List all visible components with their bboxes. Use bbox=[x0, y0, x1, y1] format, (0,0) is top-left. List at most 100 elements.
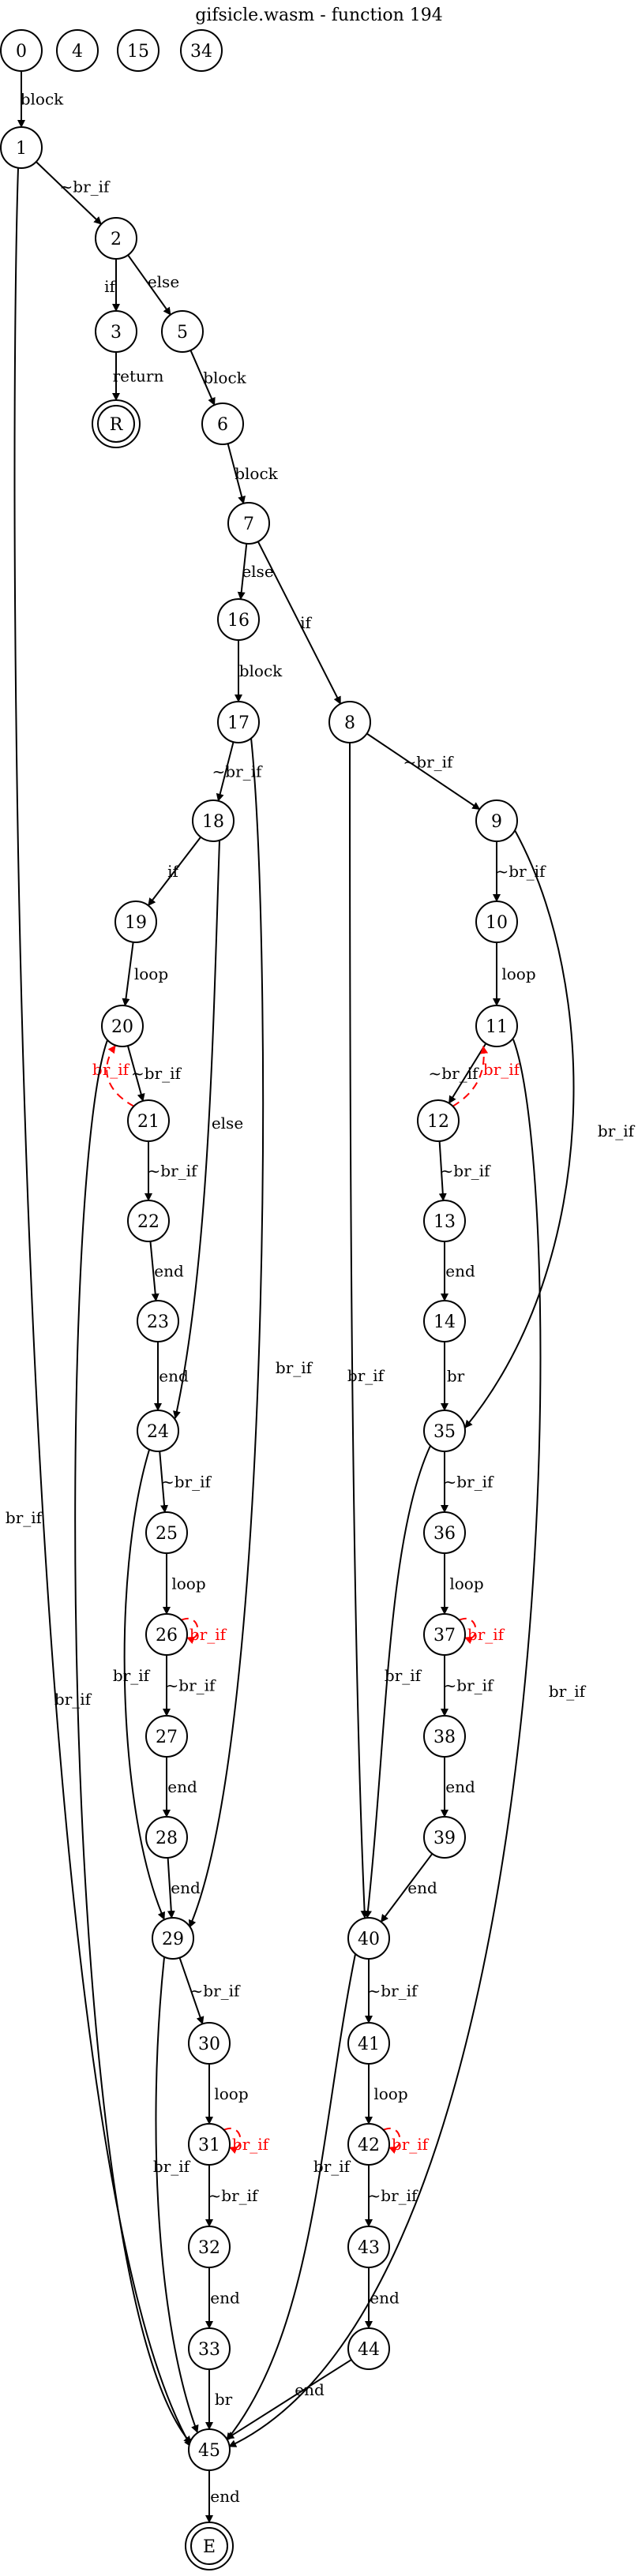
edge-label: br_if bbox=[276, 1358, 313, 1377]
node-circle bbox=[56, 29, 99, 72]
edge-label: if bbox=[300, 613, 312, 632]
edge-44-45: end bbox=[226, 2359, 352, 2439]
edge-label: br_if bbox=[313, 2157, 351, 2176]
edge-26-27: ~br_if bbox=[163, 1655, 216, 1717]
node-label: 17 bbox=[227, 713, 250, 733]
edge-label: loop bbox=[171, 1574, 205, 1593]
node-label: 29 bbox=[162, 1930, 184, 1949]
edge-36-37: loop bbox=[441, 1553, 484, 1615]
node-label: 3 bbox=[111, 323, 122, 343]
node-label: 12 bbox=[427, 1112, 449, 1132]
edge-label: ~br_if bbox=[60, 178, 111, 197]
edge-16-17: block bbox=[235, 640, 283, 702]
edge-label: end bbox=[159, 1367, 189, 1386]
edge-line bbox=[458, 1617, 477, 1644]
node-9: 9 bbox=[475, 799, 518, 842]
node-label: 1 bbox=[16, 139, 27, 159]
edge-label: ~br_if bbox=[444, 1676, 495, 1695]
edge-label: block bbox=[235, 464, 278, 483]
edge-line bbox=[167, 1857, 175, 1919]
node-circle bbox=[0, 126, 43, 169]
edge-26-26: br_if bbox=[180, 1617, 227, 1644]
node-circle bbox=[423, 1410, 466, 1452]
edge-43-44: end bbox=[365, 2267, 400, 2329]
edge-label: block bbox=[239, 661, 283, 680]
edge-35-36: ~br_if bbox=[441, 1451, 494, 1513]
node-circle bbox=[227, 502, 270, 545]
edge-19-20: loop bbox=[122, 942, 168, 1007]
edge-45-E: end bbox=[205, 2470, 240, 2523]
edge-label: end bbox=[407, 1878, 437, 1897]
node-circle bbox=[475, 1005, 518, 1047]
edge-line bbox=[36, 161, 102, 225]
edge-label: end bbox=[295, 2380, 325, 2399]
node-circle bbox=[475, 900, 518, 943]
edge-label: ~br_if bbox=[190, 1982, 242, 2001]
edge-label: br_if bbox=[385, 1666, 422, 1685]
node-circle bbox=[188, 2226, 231, 2268]
edge-label: return bbox=[113, 367, 164, 386]
node-24: 24 bbox=[137, 1410, 179, 1452]
edge-label: ~br_if bbox=[403, 753, 455, 772]
edge-12-11: br_if bbox=[452, 1046, 521, 1107]
edge-label: ~br_if bbox=[429, 1064, 480, 1083]
edge-line bbox=[180, 1617, 199, 1644]
node-38: 38 bbox=[423, 1715, 466, 1758]
edge-35-40: br_if bbox=[364, 1445, 431, 1919]
node-28: 28 bbox=[145, 1816, 188, 1859]
edge-label: end bbox=[154, 1262, 184, 1281]
node-44: 44 bbox=[347, 2327, 390, 2370]
node-18: 18 bbox=[192, 799, 235, 842]
edge-18-19: if bbox=[148, 837, 201, 907]
edge-40-45: br_if bbox=[226, 1953, 356, 2441]
edge-label: loop bbox=[214, 2084, 248, 2103]
edge-9-35: br_if bbox=[464, 829, 636, 1428]
edge-line bbox=[159, 1451, 169, 1514]
edge-line bbox=[74, 1039, 192, 2444]
node-circle bbox=[347, 2123, 390, 2166]
edge-label: if bbox=[104, 277, 116, 296]
edge-line bbox=[223, 2127, 242, 2154]
node-circle bbox=[423, 1511, 466, 1554]
node-43: 43 bbox=[347, 2226, 390, 2268]
edge-line bbox=[122, 942, 134, 1007]
node-11: 11 bbox=[475, 1005, 518, 1047]
node-label: 28 bbox=[156, 1829, 178, 1848]
node-label: 22 bbox=[137, 1212, 160, 1232]
edge-label: ~br_if bbox=[131, 1064, 182, 1083]
edge-line bbox=[228, 1039, 542, 2447]
edge-42-42: br_if bbox=[382, 2127, 430, 2154]
node-circle bbox=[188, 2327, 231, 2370]
node-1: 1 bbox=[0, 126, 43, 169]
node-circle bbox=[137, 1410, 179, 1452]
node-37: 37 bbox=[423, 1613, 466, 1656]
node-label: 15 bbox=[127, 42, 149, 62]
edge-label: br_if bbox=[483, 1060, 521, 1079]
node-label: 36 bbox=[433, 1524, 456, 1544]
edge-29-30: ~br_if bbox=[178, 1957, 242, 2025]
node-circle bbox=[114, 900, 157, 943]
edge-28-29: end bbox=[167, 1857, 201, 1919]
node-42: 42 bbox=[347, 2123, 390, 2166]
node-label: 45 bbox=[198, 2441, 220, 2461]
node-19: 19 bbox=[114, 900, 157, 943]
node-circle bbox=[423, 1613, 466, 1656]
node-label: 38 bbox=[433, 1728, 456, 1747]
edge-line bbox=[123, 1449, 165, 1920]
node-17: 17 bbox=[217, 701, 260, 743]
node-circle bbox=[0, 29, 43, 72]
edge-label: ~br_if bbox=[161, 1473, 212, 1492]
edge-14-35: br bbox=[441, 1342, 465, 1411]
edge-line bbox=[127, 254, 171, 316]
edge-label: end bbox=[210, 2487, 240, 2506]
edge-label: ~br_if bbox=[441, 1162, 492, 1181]
edge-23-24: end bbox=[154, 1342, 189, 1411]
node-5: 5 bbox=[161, 310, 204, 353]
node-circle bbox=[423, 1200, 466, 1242]
edge-2-3: if bbox=[104, 259, 120, 312]
edge-label: else bbox=[148, 272, 179, 291]
edge-line bbox=[226, 2359, 352, 2439]
node-label: 19 bbox=[125, 913, 147, 933]
node-8: 8 bbox=[328, 701, 371, 743]
